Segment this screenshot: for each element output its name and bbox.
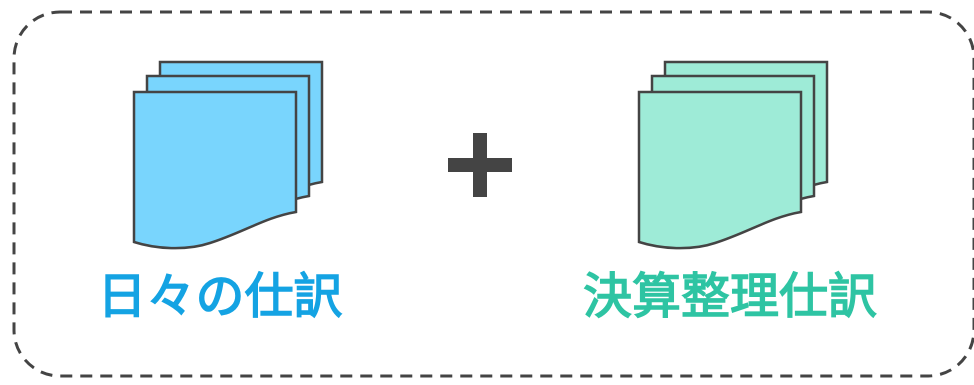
daily-journal-label: 日々の仕訳 xyxy=(97,268,343,325)
doc-sheet-front xyxy=(132,90,298,250)
dashed-frame xyxy=(12,10,974,378)
document-stack-icon-left xyxy=(132,60,324,250)
doc-sheet-front xyxy=(637,90,803,250)
closing-adjustment-label: 決算整理仕訳 xyxy=(582,268,877,325)
document-stack-icon-right xyxy=(637,60,829,250)
plus-icon xyxy=(448,133,512,197)
